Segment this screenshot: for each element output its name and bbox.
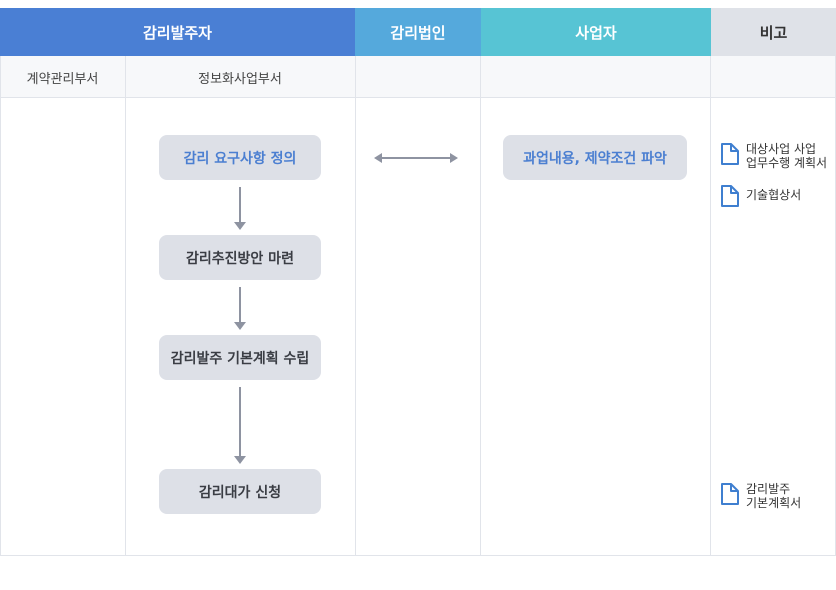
subheader-empty-contractor	[481, 56, 711, 98]
step-plan-supervision: 감리추진방안 마련	[159, 235, 321, 280]
grid-line	[125, 56, 126, 556]
arrow-down	[234, 287, 246, 330]
note-line: 감리발주	[746, 482, 791, 496]
grid-line	[710, 56, 711, 556]
step-identify-scope: 과업내용, 제약조건 파악	[503, 135, 687, 180]
document-icon	[721, 143, 739, 165]
step-establish-plan: 감리발주 기본계획 수립	[159, 335, 321, 380]
header-remarks: 비고	[711, 8, 836, 56]
grid-line	[480, 56, 481, 556]
subheader-contract-dept: 계약관리부서	[0, 56, 125, 98]
grid-line	[0, 56, 1, 556]
note-tech-negotiation: 기술협상서	[720, 184, 832, 208]
header-ordering-party: 감리발주자	[0, 8, 355, 56]
arrow-down	[234, 187, 246, 230]
grid-line	[0, 97, 836, 98]
step-request-fee: 감리대가 신청	[159, 469, 321, 514]
note-line: 기본계획서	[746, 496, 802, 510]
subheader-empty-remarks	[711, 56, 836, 98]
arrow-down	[234, 387, 246, 464]
note-basic-plan: 감리발주 기본계획서	[720, 482, 832, 510]
note-project-plan: 대상사업 사업 업무수행 계획서	[720, 142, 832, 170]
header-supervision-firm: 감리법인	[355, 8, 481, 56]
grid-line	[0, 555, 836, 556]
note-line: 기술협상서	[746, 188, 802, 202]
subheader-it-dept: 정보화사업부서	[125, 56, 355, 98]
subheader-empty-firm	[355, 56, 481, 98]
step-define-requirements: 감리 요구사항 정의	[159, 135, 321, 180]
note-line: 대상사업 사업	[746, 142, 817, 156]
note-line: 업무수행 계획서	[746, 156, 828, 170]
double-arrow-icon	[374, 153, 458, 163]
header-contractor: 사업자	[481, 8, 711, 56]
grid-line	[355, 56, 356, 556]
document-icon	[721, 185, 739, 207]
document-icon	[721, 483, 739, 505]
